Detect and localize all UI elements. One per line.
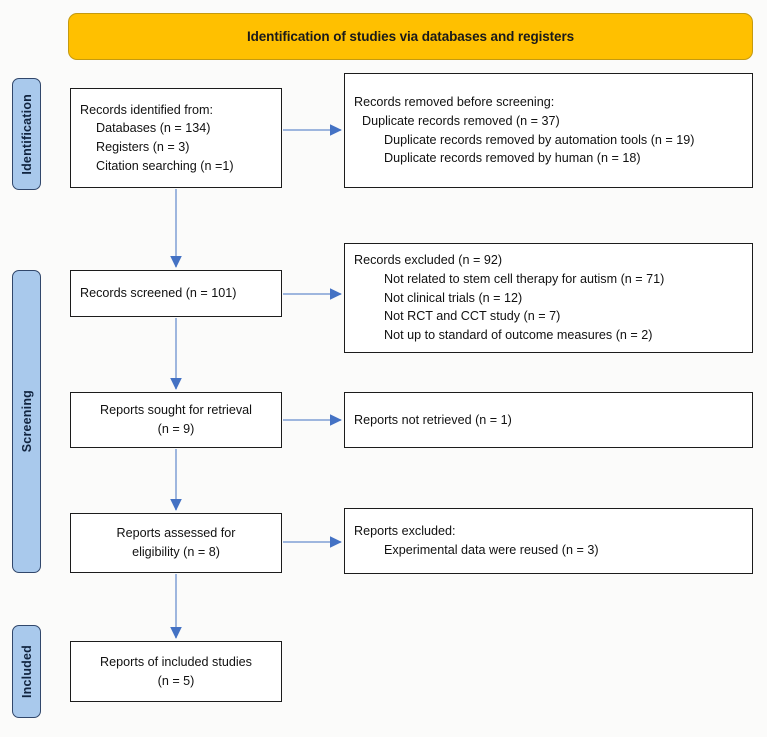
- box-reports-sought-lines: Reports sought for retrieval (n = 9): [71, 401, 281, 438]
- text-line: Records excluded (n = 92): [354, 253, 503, 268]
- text-line: Records removed before screening:: [354, 95, 555, 110]
- box-reports-assessed: Reports assessed for eligibility (n = 8): [70, 513, 282, 573]
- text-line: (n = 9): [157, 422, 195, 436]
- text-line: Reports excluded:: [354, 524, 456, 539]
- box-reports-excluded: Reports excluded: Experimental data were…: [344, 508, 753, 574]
- text-line: Citation searching (n =1): [96, 158, 234, 173]
- text-line: Reports assessed for: [116, 526, 236, 541]
- text-line: Experimental data were reused (n = 3): [384, 543, 599, 557]
- text-line: eligibility (n = 8): [132, 545, 220, 559]
- text-line: Records identified from:: [80, 102, 213, 117]
- box-records-screened: Records screened (n = 101): [70, 270, 282, 317]
- text-line: Duplicate records removed by automation …: [384, 132, 695, 147]
- box-reports-included-lines: Reports of included studies (n = 5): [71, 653, 281, 690]
- stage-label-identification: Identification: [12, 78, 41, 190]
- box-reports-included: Reports of included studies (n = 5): [70, 641, 282, 702]
- text-line: Reports not retrieved (n = 1): [354, 412, 512, 427]
- box-reports-not-retrieved-lines: Reports not retrieved (n = 1): [345, 411, 752, 430]
- diagram-header-banner: Identification of studies via databases …: [68, 13, 753, 60]
- box-records-removed: Records removed before screening: Duplic…: [344, 73, 753, 188]
- text-line: Not clinical trials (n = 12): [384, 290, 523, 305]
- stage-label-screening: Screening: [12, 270, 41, 573]
- text-line: Databases (n = 134): [96, 121, 211, 136]
- text-line: Registers (n = 3): [96, 140, 190, 154]
- text-line: Not RCT and CCT study (n = 7): [384, 309, 561, 324]
- text-line: Records screened (n = 101): [80, 286, 237, 301]
- diagram-title: Identification of studies via databases …: [246, 29, 575, 44]
- box-reports-assessed-lines: Reports assessed for eligibility (n = 8): [71, 524, 281, 561]
- text-line: Duplicate records removed by human (n = …: [384, 151, 641, 166]
- box-records-screened-lines: Records screened (n = 101): [71, 284, 281, 303]
- text-line: Not related to stem cell therapy for aut…: [384, 272, 665, 287]
- box-records-identified: Records identified from: Databases (n = …: [70, 88, 282, 188]
- box-records-excluded: Records excluded (n = 92) Not related to…: [344, 243, 753, 353]
- box-records-removed-lines: Records removed before screening: Duplic…: [345, 93, 752, 168]
- box-reports-not-retrieved: Reports not retrieved (n = 1): [344, 392, 753, 448]
- stage-label-included: Included: [12, 625, 41, 718]
- box-reports-excluded-lines: Reports excluded: Experimental data were…: [345, 522, 752, 559]
- text-line: (n = 5): [157, 673, 195, 688]
- box-records-identified-lines: Records identified from: Databases (n = …: [71, 101, 281, 176]
- text-line: Reports sought for retrieval: [100, 403, 252, 418]
- box-records-excluded-lines: Records excluded (n = 92) Not related to…: [345, 251, 752, 344]
- text-line: Reports of included studies: [100, 654, 252, 669]
- box-reports-sought: Reports sought for retrieval (n = 9): [70, 392, 282, 448]
- text-line: Duplicate records removed (n = 37): [362, 113, 560, 128]
- text-line: Not up to standard of outcome measures (…: [384, 327, 653, 342]
